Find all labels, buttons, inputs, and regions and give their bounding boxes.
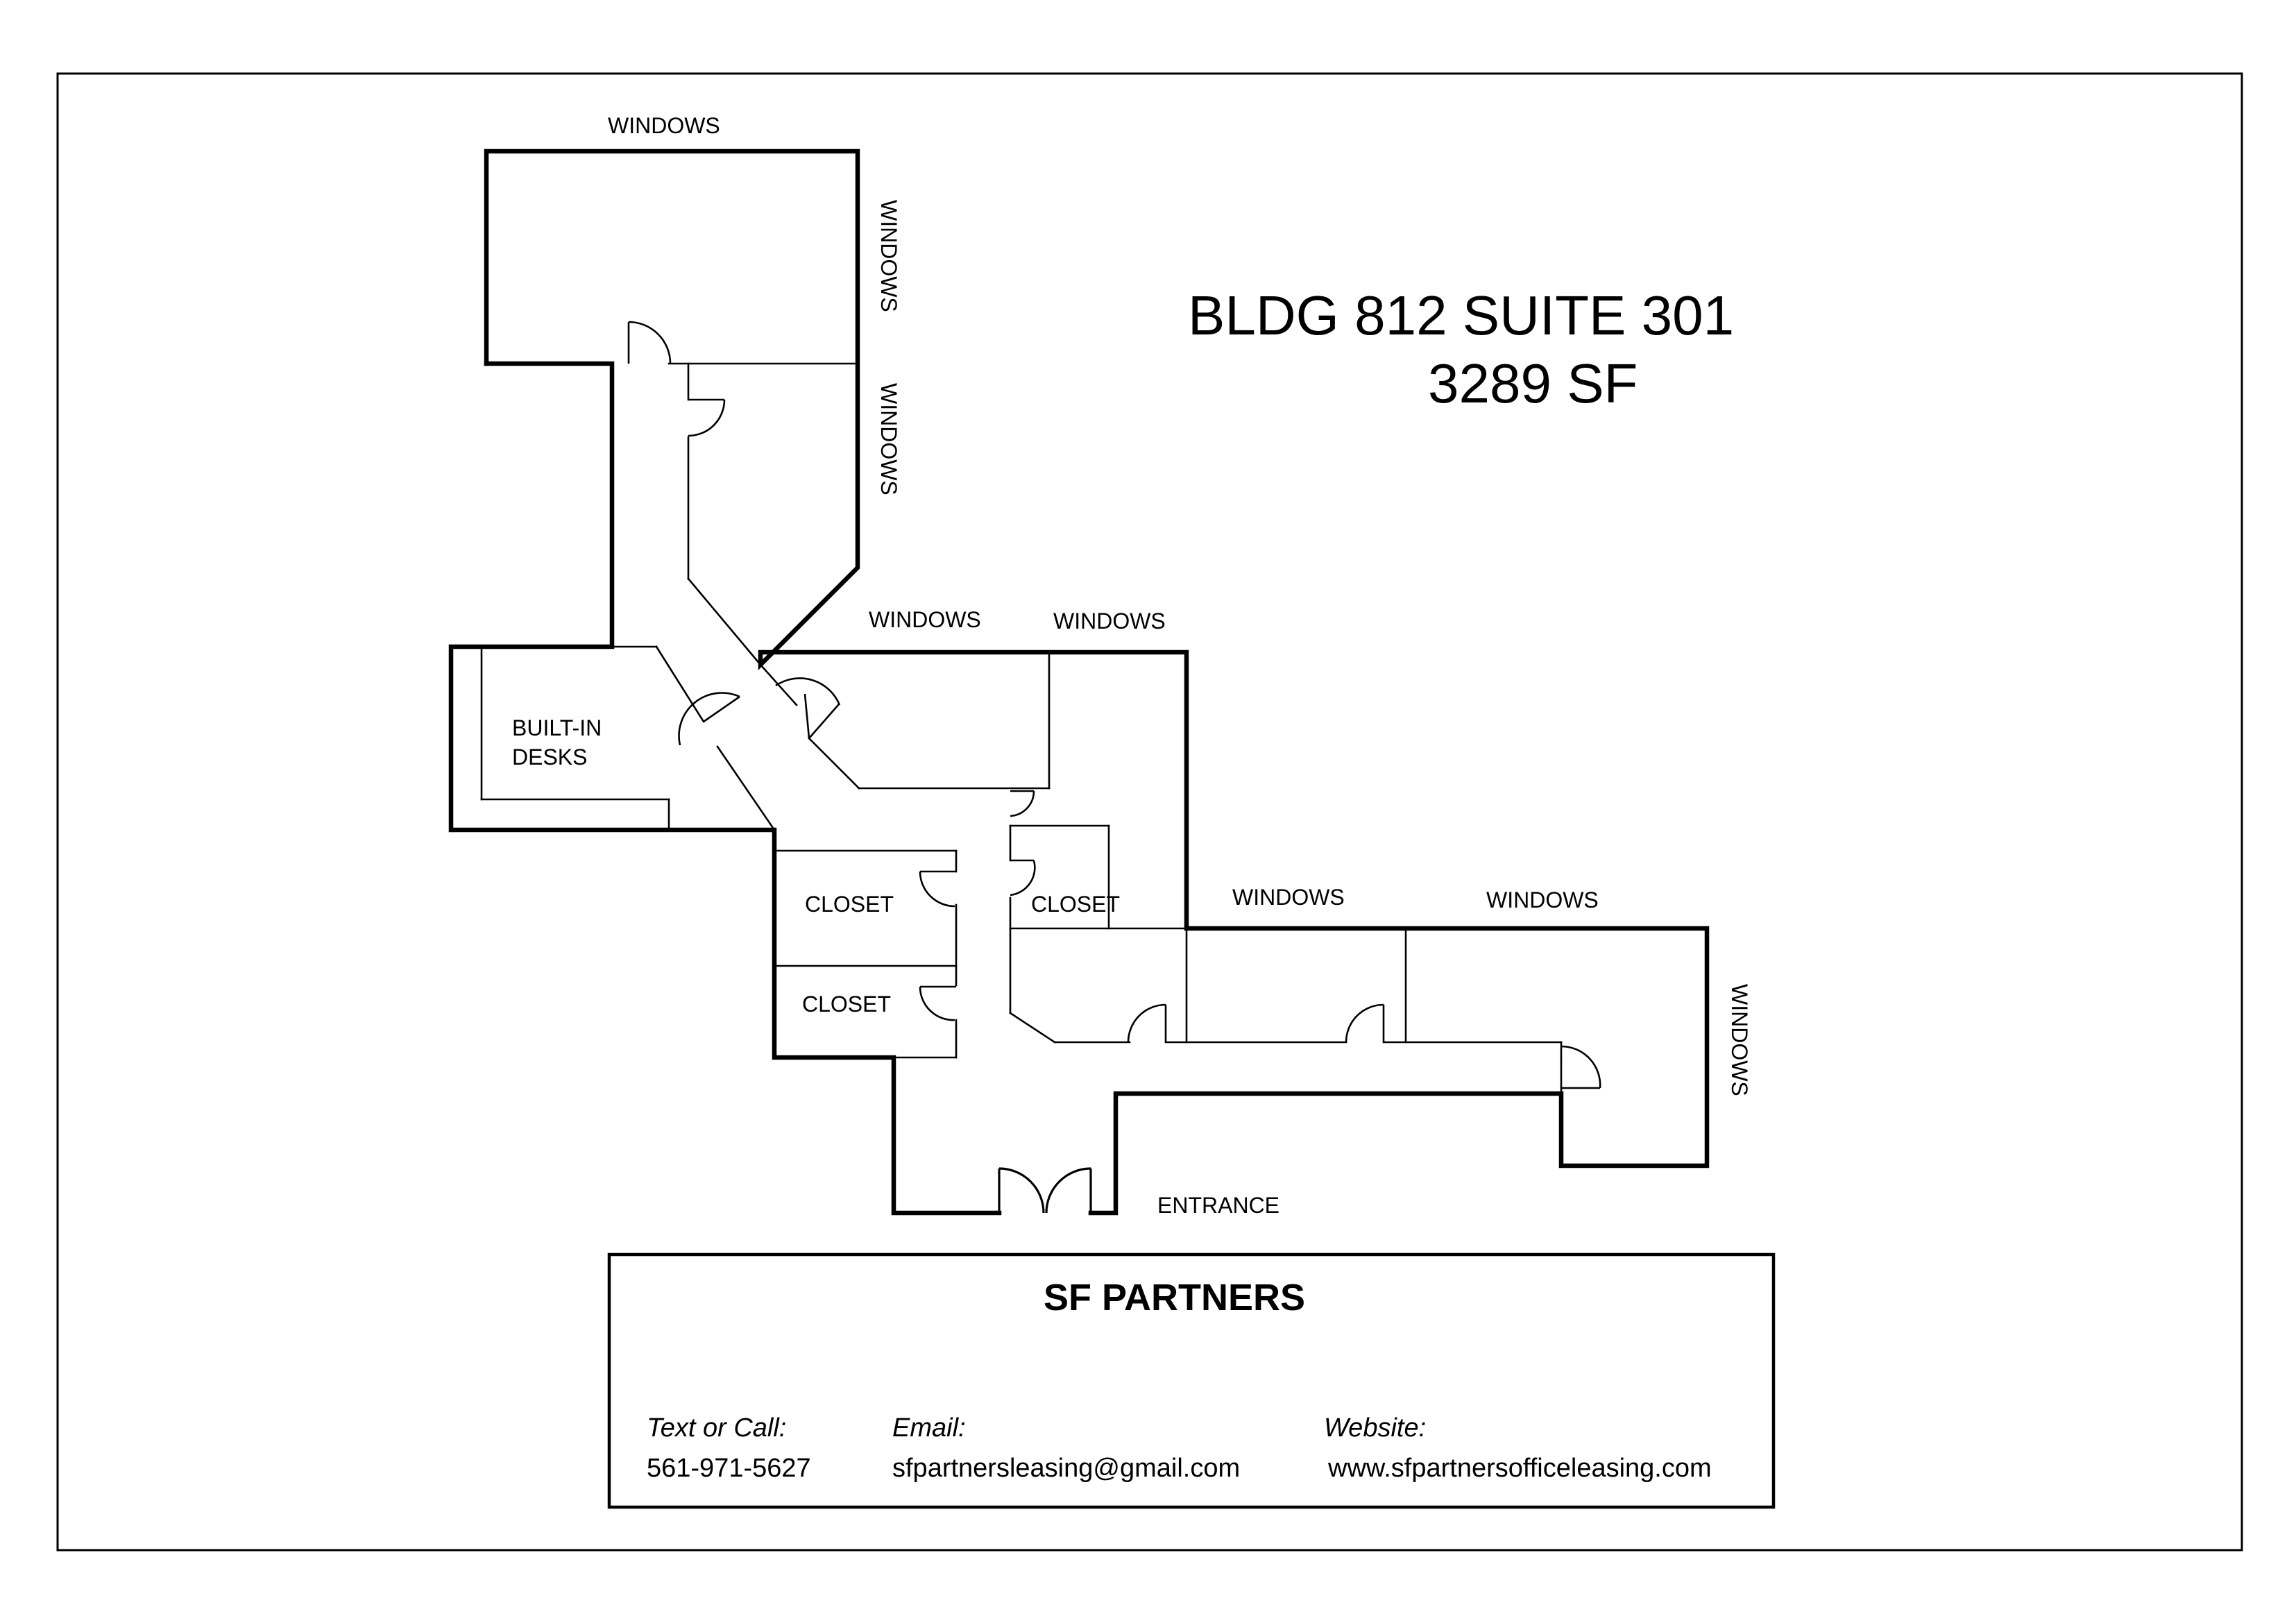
windows-label-right-1: WINDOWS: [876, 200, 901, 312]
built-in-desks-label-2: DESKS: [512, 745, 587, 770]
door-top-office: [627, 321, 672, 364]
suite-title: BLDG 812 SUITE 301: [1188, 284, 1734, 346]
website-label: Website:: [1324, 1413, 1426, 1443]
contact-box-border: [607, 1252, 1776, 1509]
door-lower-office-2: [1345, 1003, 1385, 1043]
closet-label-1: CLOSET: [805, 892, 894, 917]
door-built-in-desks: [678, 692, 740, 746]
door-closet-1: [919, 870, 956, 908]
interior-walls: [480, 362, 1563, 1095]
closet-label-2: CLOSET: [802, 992, 891, 1017]
website-link[interactable]: www.sfpartnersofficeleasing.com: [1327, 1454, 1712, 1483]
door-second-office: [688, 398, 726, 437]
entrance-label: ENTRANCE: [1157, 1193, 1279, 1218]
built-in-desks-label-1: BUILT-IN: [512, 715, 602, 740]
windows-label-right-2: WINDOWS: [876, 383, 901, 495]
email-link[interactable]: sfpartnersleasing@gmail.com: [892, 1454, 1240, 1483]
doors: [627, 321, 1601, 1214]
door-closet-2: [919, 985, 956, 1021]
windows-label-far-right: WINDOWS: [1727, 984, 1752, 1096]
windows-label-mid-2: WINDOWS: [1053, 609, 1166, 634]
door-right-office: [1560, 1045, 1601, 1089]
door-closet-3: [1010, 859, 1036, 897]
windows-label-mid-1: WINDOWS: [869, 607, 981, 632]
suite-area: 3289 SF: [1428, 352, 1638, 414]
sheet-border: [56, 72, 2243, 1552]
company-name: SF PARTNERS: [1044, 1277, 1305, 1318]
contact-box: SF PARTNERS Text or Call: 561-971-5627 E…: [607, 1252, 1776, 1509]
closet-label-3: CLOSET: [1031, 892, 1120, 917]
phone-number[interactable]: 561-971-5627: [647, 1454, 811, 1483]
door-stub: [1010, 790, 1035, 817]
email-label: Email:: [892, 1413, 966, 1443]
windows-label-top: WINDOWS: [608, 113, 720, 138]
door-lower-office-1: [1127, 1003, 1167, 1043]
windows-label-lower-1: WINDOWS: [1232, 885, 1345, 910]
phone-label: Text or Call:: [647, 1413, 786, 1443]
entrance-double-door: [998, 1167, 1092, 1214]
windows-label-lower-2: WINDOWS: [1486, 887, 1599, 912]
door-middle-office: [775, 677, 841, 739]
